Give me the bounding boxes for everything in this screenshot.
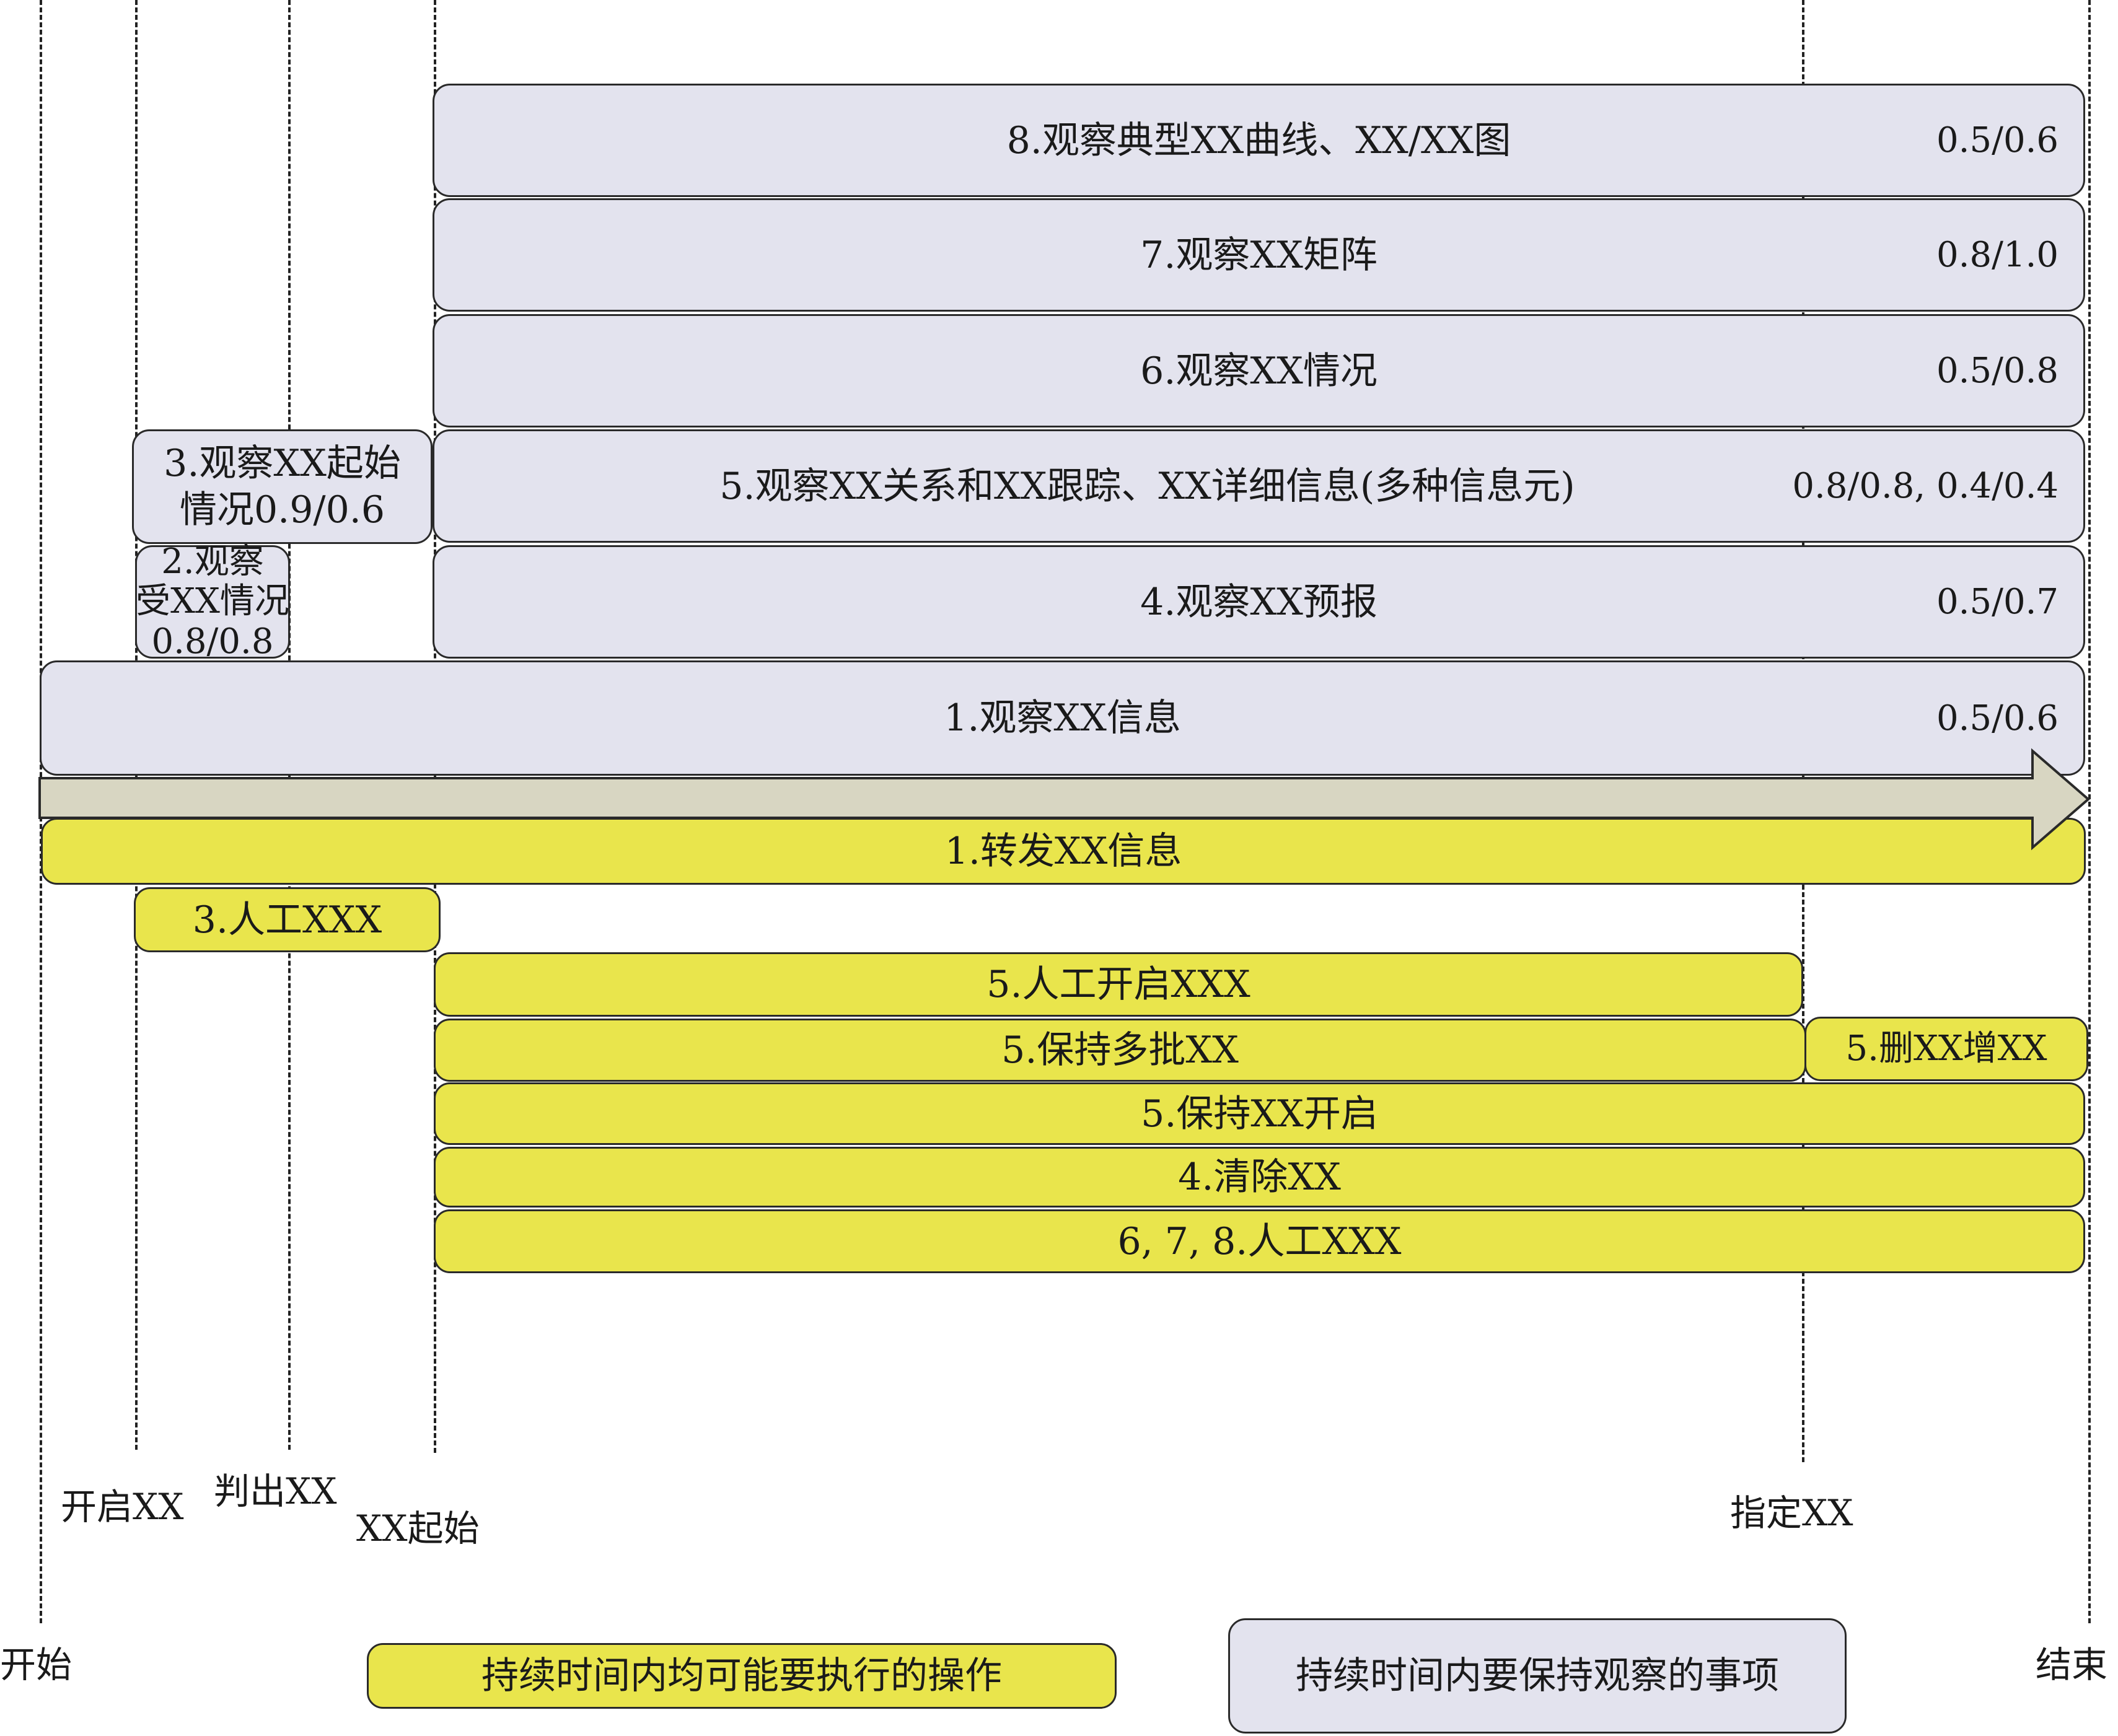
milestone-label-start: XX起始 [356, 1507, 480, 1550]
observe-item-8-label: 8.观察典型XX曲线、XX/XX图 [1006, 118, 1511, 162]
observe-item-1-value: 0.5/0.6 [1936, 698, 2059, 739]
legend-observe-label: 持续时间内要保持观察的事项 [1296, 1654, 1779, 1698]
operation-1-label: 1.转发XX信息 [944, 830, 1182, 873]
observe-item-5-label: 5.观察XX关系和XX跟踪、XX详细信息(多种信息元) [719, 464, 1575, 508]
operation-5a: 5.人工开启XXX [434, 952, 1803, 1017]
operation-3: 3.人工XXX [134, 887, 441, 952]
operation-5c-label: 5.删XX增XX [1845, 1028, 2047, 1069]
observe-item-2-line2: 受XX情况 [136, 581, 289, 622]
observe-item-2: 2.观察 受XX情况 0.8/0.8 [135, 541, 290, 662]
observe-item-8: 8.观察典型XX曲线、XX/XX图 0.5/0.6 [433, 84, 2085, 197]
timeline-arrow [38, 748, 2091, 851]
observe-item-6-value: 0.5/0.8 [1936, 351, 2059, 391]
operation-5d: 5.保持XX开启 [434, 1082, 2085, 1145]
observe-item-8-value: 0.5/0.6 [1936, 120, 2059, 160]
legend-operations-label: 持续时间内均可能要执行的操作 [481, 1654, 1002, 1698]
observe-item-1-label: 1.观察XX信息 [944, 696, 1181, 740]
observe-item-4-value: 0.5/0.7 [1936, 582, 2059, 622]
observe-item-6: 6.观察XX情况 0.5/0.8 [433, 314, 2085, 427]
operation-678-label: 6, 7, 8.人工XXX [1117, 1219, 1402, 1263]
observe-item-5: 5.观察XX关系和XX跟踪、XX详细信息(多种信息元) 0.8/0.8, 0.4… [433, 429, 2085, 543]
milestone-label-judge: 判出XX [214, 1470, 337, 1512]
observe-item-3: 3.观察XX起始 情况0.9/0.6 [132, 429, 433, 544]
milestone-label-begin: 开始 [0, 1644, 73, 1686]
operation-678: 6, 7, 8.人工XXX [434, 1209, 2085, 1273]
observe-item-1: 1.观察XX信息 0.5/0.6 [40, 660, 2085, 776]
observe-item-4: 4.观察XX预报 0.5/0.7 [433, 545, 2085, 659]
milestone-label-end: 结束 [2036, 1644, 2108, 1686]
observe-item-7-value: 0.8/1.0 [1936, 235, 2059, 275]
observe-item-2-line3: 0.8/0.8 [151, 621, 274, 662]
milestone-line-end [2088, 0, 2091, 1623]
legend-operations: 持续时间内均可能要执行的操作 [367, 1643, 1117, 1709]
observe-item-4-label: 4.观察XX预报 [1140, 580, 1378, 624]
operation-5d-label: 5.保持XX开启 [1141, 1092, 1378, 1136]
observe-item-5-value: 0.8/0.8, 0.4/0.4 [1792, 466, 2059, 506]
operation-5b: 5.保持多批XX [434, 1019, 1806, 1082]
operation-5a-label: 5.人工开启XXX [986, 963, 1250, 1006]
observe-item-2-line1: 2.观察 [161, 541, 264, 582]
milestone-label-assign: 指定XX [1730, 1492, 1853, 1534]
operation-4-label: 4.清除XX [1178, 1155, 1341, 1199]
observe-item-3-line2: 情况0.9/0.6 [179, 488, 385, 532]
operation-3-label: 3.人工XXX [192, 898, 382, 942]
observe-item-7-label: 7.观察XX矩阵 [1140, 233, 1378, 277]
operation-4: 4.清除XX [434, 1147, 2085, 1208]
observe-item-3-line1: 3.观察XX起始 [164, 441, 401, 485]
operation-5b-label: 5.保持多批XX [1001, 1028, 1239, 1072]
milestone-label-open: 开启XX [61, 1486, 184, 1528]
observe-item-7: 7.观察XX矩阵 0.8/1.0 [433, 198, 2085, 312]
operation-5c: 5.删XX增XX [1804, 1017, 2088, 1081]
legend-observe: 持续时间内要保持观察的事项 [1228, 1618, 1847, 1734]
observe-item-6-label: 6.观察XX情况 [1140, 349, 1378, 393]
